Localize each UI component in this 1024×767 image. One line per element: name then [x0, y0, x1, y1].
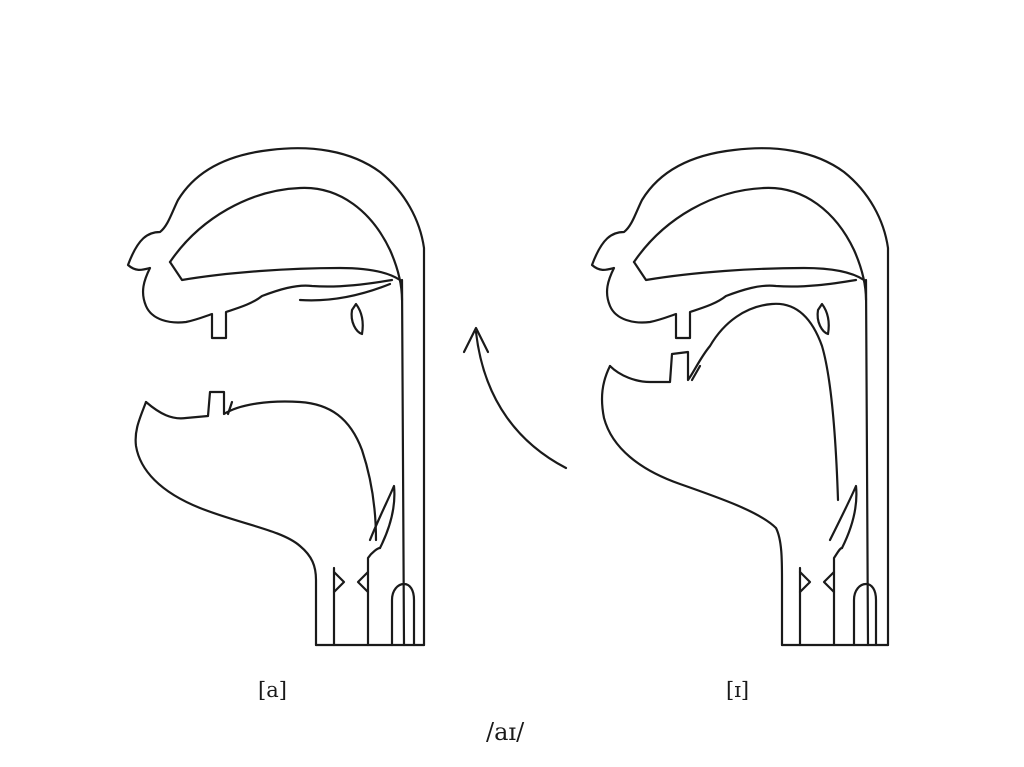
lower-jaw-i	[600, 364, 784, 647]
tooth-lower-i	[690, 364, 702, 382]
vocal-folds-a	[332, 570, 370, 594]
epiglottis-i	[828, 484, 858, 550]
tongue-a	[144, 390, 378, 542]
transition-arrow-icon	[462, 326, 568, 470]
larynx-wall-i	[798, 546, 844, 647]
vowel-label-i: [ɪ]	[726, 678, 750, 702]
palate-i	[632, 186, 868, 302]
uvula-a	[350, 302, 364, 336]
larynx-wall-a	[332, 546, 382, 647]
nasal-floor-a	[168, 260, 402, 282]
esophagus-i	[852, 582, 878, 647]
vowel-label-a: [a]	[258, 678, 287, 702]
head-outline-i	[590, 147, 890, 647]
diphthong-caption: /aɪ/	[486, 718, 525, 746]
vocal-folds-i	[798, 570, 836, 594]
tooth-lower-a	[226, 400, 234, 416]
pharynx-i	[864, 278, 870, 647]
pharynx-a	[400, 278, 406, 647]
esophagus-a	[390, 582, 416, 647]
palate-a	[168, 186, 404, 302]
velum-line-a	[298, 282, 392, 302]
vocal-tract-a-icon	[126, 147, 426, 647]
tongue-i	[608, 302, 840, 502]
uvula-i	[816, 302, 830, 336]
head-outline-a	[126, 147, 426, 647]
epiglottis-a	[368, 484, 396, 550]
nasal-floor-i	[632, 260, 866, 282]
vocal-tract-i-icon	[590, 147, 890, 647]
lower-jaw-a	[134, 400, 318, 647]
